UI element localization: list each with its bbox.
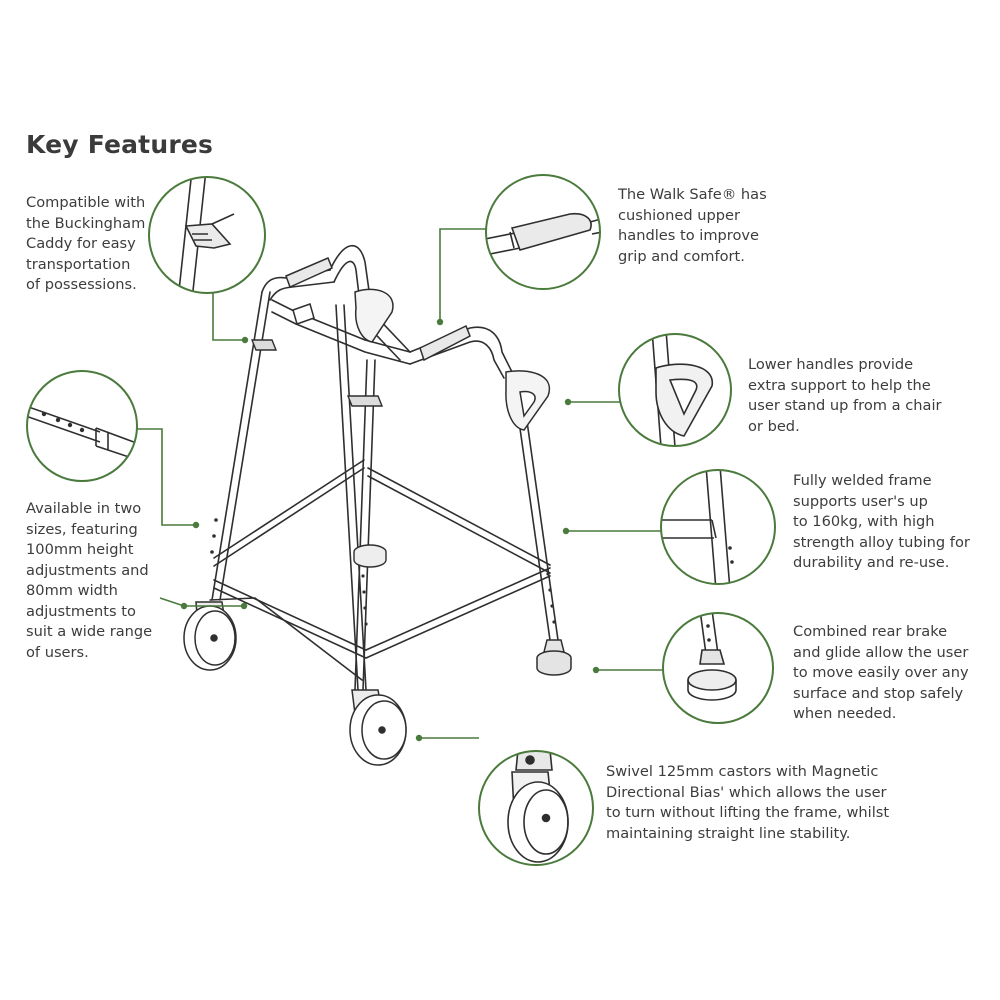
caption-line: of possessions. (26, 276, 137, 293)
zoom-lower-handle (618, 333, 732, 447)
caption-line: suit a wide range (26, 623, 153, 640)
caption-line: or bed. (748, 417, 800, 435)
caption-line: of users. (26, 643, 89, 661)
caption-line: Available in two (26, 500, 142, 517)
rear-glide (536, 639, 572, 676)
caption-line: Lower handles provide (748, 356, 914, 373)
caption-line: adjustments to (26, 602, 136, 620)
caption-line: user stand up from a chair (748, 397, 942, 414)
caption-line: strength alloy tubing for (793, 533, 970, 551)
caption-line: and glide allow the user (793, 643, 969, 661)
caption-line: 100mm height (26, 541, 134, 558)
zoom-caddy-clip (148, 176, 266, 294)
caption-line: to move easily over any (793, 664, 969, 681)
caption-line: The Walk Safe® has (618, 186, 767, 203)
caption-brake: Combined rear brake and glide allow the … (793, 622, 969, 725)
caption-line: 80mm width (26, 582, 118, 599)
caption-line: Fully welded frame (793, 472, 932, 489)
caption-upper-handles: The Walk Safe® has cushioned upper handl… (618, 185, 767, 267)
caption-line: cushioned upper (618, 206, 740, 224)
walker-frame (209, 244, 559, 691)
caption-line: grip and comfort. (618, 247, 745, 265)
zoom-upper-handle (485, 174, 601, 290)
caption-line: Combined rear brake (793, 623, 948, 640)
caption-castors: Swivel 125mm castors with Magnetic Direc… (606, 762, 889, 844)
caption-line: the Buckingham (26, 214, 146, 232)
caption-line: Swivel 125mm castors with Magnetic (606, 763, 879, 780)
zoom-height-adjustment (26, 370, 138, 482)
caption-line: Compatible with (26, 194, 146, 211)
centre-glide (353, 544, 387, 568)
front-right-castor (349, 689, 407, 766)
zoom-rear-glide (662, 612, 774, 724)
caption-line: to 160kg, with high (793, 513, 935, 530)
caption-caddy: Compatible with the Buckingham Caddy for… (26, 193, 145, 296)
upper-handle-grips (285, 257, 471, 362)
caption-frame: Fully welded frame supports user's up to… (793, 471, 970, 574)
caption-line: sizes, featuring (26, 520, 138, 538)
caption-line: maintaining straight line stability. (606, 824, 851, 842)
caption-line: Caddy for easy (26, 235, 136, 252)
page-title: Key Features (26, 130, 214, 159)
callout-dots (180, 318, 600, 742)
caption-line: surface and stop safely (793, 684, 964, 702)
lower-handles (354, 288, 551, 431)
caption-line: durability and re-use. (793, 554, 950, 571)
caddy-clips (250, 339, 384, 407)
caption-lower-handles: Lower handles provide extra support to h… (748, 355, 942, 437)
zoom-welded-frame (660, 469, 776, 585)
caption-line: when needed. (793, 705, 897, 722)
caption-line: handles to improve (618, 227, 760, 244)
caption-line: supports user's up (793, 492, 928, 510)
zoom-castor (478, 750, 594, 866)
caption-line: transportation (26, 255, 131, 273)
caption-line: extra support to help the (748, 376, 931, 394)
caption-line: Directional Bias' which allows the user (606, 783, 887, 801)
caption-line: to turn without lifting the frame, whils… (606, 804, 890, 821)
caption-sizes: Available in two sizes, featuring 100mm … (26, 499, 152, 663)
front-left-castor (183, 601, 237, 671)
caption-line: adjustments and (26, 561, 149, 579)
